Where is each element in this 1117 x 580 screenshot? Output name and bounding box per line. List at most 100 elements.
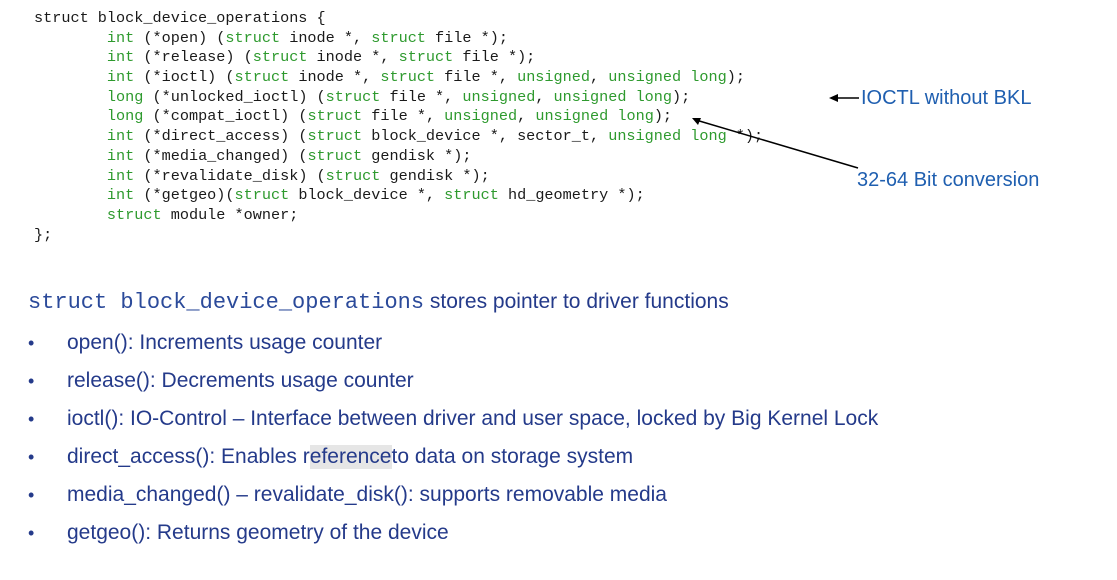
code-text: ); <box>672 87 691 106</box>
code-keyword: struct <box>225 28 281 47</box>
headline-code: struct block_device_operations <box>28 290 425 315</box>
code-text: module *owner; <box>161 205 299 224</box>
code-text: , <box>535 87 554 106</box>
code-text: block_device *, <box>289 186 445 205</box>
code-text: (*direct_access) ( <box>134 127 308 146</box>
code-keyword: long <box>106 107 144 126</box>
list-item: • release(): Decrements usage counter <box>28 362 878 400</box>
code-keyword: struct <box>234 186 290 205</box>
code-keyword: unsigned long <box>608 127 727 146</box>
code-text: inode *, <box>280 28 372 47</box>
code-text: inode *, <box>307 48 399 67</box>
code-text: file *, <box>362 107 445 126</box>
bullet-text: open(): Increments usage counter <box>67 331 383 354</box>
arrow-compat-head <box>692 118 701 125</box>
code-keyword: int <box>106 166 135 185</box>
code-line: }; <box>34 226 763 246</box>
code-text: inode *, <box>289 68 381 87</box>
code-text: (*compat_ioctl) ( <box>143 107 308 126</box>
code-line: long (*unlocked_ioctl) (struct file *, u… <box>34 88 763 108</box>
bullet-icon: • <box>28 446 35 467</box>
bullet-icon: • <box>28 332 35 353</box>
ioctl-annotation: IOCTL without BKL <box>861 87 1032 109</box>
code-text: file *, <box>435 68 518 87</box>
code-keyword: int <box>106 186 135 205</box>
code-keyword: int <box>106 68 135 87</box>
code-keyword: struct <box>444 186 499 205</box>
code-keyword: struct <box>307 146 363 165</box>
compat-annotation: 32-64 Bit conversion <box>857 169 1040 191</box>
code-keyword: unsigned long <box>535 107 654 126</box>
code-text: gendisk *); <box>362 146 472 165</box>
code-text: block_device *, sector_t, <box>362 127 609 146</box>
code-text: , <box>590 68 609 87</box>
list-item: • ioctl(): IO-Control – Interface between… <box>28 400 878 438</box>
code-keyword: int <box>106 146 135 165</box>
bullet-icon: • <box>28 522 35 543</box>
code-keyword: struct <box>252 48 308 67</box>
code-keyword: struct <box>325 87 381 106</box>
code-text: (*getgeo)( <box>134 186 235 205</box>
code-text: file *, <box>380 87 463 106</box>
highlighted-word: eference <box>309 445 392 469</box>
code-text: file *); <box>453 48 536 67</box>
code-keyword: struct <box>371 28 426 47</box>
code-keyword: unsigned <box>462 87 536 106</box>
code-text: gendisk *); <box>380 166 490 185</box>
bullet-text: getgeo(): Returns geometry of the device <box>67 521 449 544</box>
code-text: (*ioctl) ( <box>134 68 235 87</box>
code-keyword: struct <box>325 166 381 185</box>
headline: struct block_device_operations stores po… <box>28 290 729 315</box>
code-text: hd_geometry *); <box>498 186 645 205</box>
code-text: (*revalidate_disk) ( <box>134 166 326 185</box>
code-keyword: struct <box>234 68 290 87</box>
code-keyword: unsigned <box>444 107 518 126</box>
code-keyword: struct <box>307 127 363 146</box>
code-line: int (*release) (struct inode *, struct f… <box>34 48 763 68</box>
code-keyword: unsigned <box>517 68 590 87</box>
code-keyword: int <box>106 127 135 146</box>
code-keyword: int <box>106 48 135 67</box>
code-line: int (*ioctl) (struct inode *, struct fil… <box>34 68 763 88</box>
bullet-text: ioctl(): IO-Control – Interface between … <box>67 407 879 430</box>
arrow-ioctl-head <box>829 94 838 102</box>
list-item: • getgeo(): Returns geometry of the devic… <box>28 514 878 552</box>
code-text: struct block_device_operations { <box>34 9 326 27</box>
code-line: int (*revalidate_disk) (struct gendisk *… <box>34 167 763 187</box>
bullet-text: release(): Decrements usage counter <box>67 369 414 392</box>
code-line: int (*open) (struct inode *, struct file… <box>34 29 763 49</box>
list-item: • media_changed() – revalidate_disk(): su… <box>28 476 878 514</box>
code-keyword: int <box>106 28 135 47</box>
bullet-text-after: to data on storage system <box>391 445 634 468</box>
code-text: , <box>517 107 536 126</box>
code-text: (*unlocked_ioctl) ( <box>143 87 326 106</box>
code-text: file *); <box>425 28 508 47</box>
code-line: int (*media_changed) (struct gendisk *); <box>34 147 763 167</box>
code-text: (*release) ( <box>134 48 253 67</box>
bullet-list: • open(): Increments usage counter • relea… <box>28 324 878 552</box>
bullet-icon: • <box>28 408 35 429</box>
code-keyword: unsigned long <box>553 87 673 106</box>
code-keyword: unsigned long <box>608 68 727 87</box>
code-line: long (*compat_ioctl) (struct file *, uns… <box>34 107 763 127</box>
bullet-text: media_changed() – revalidate_disk(): sup… <box>67 483 667 506</box>
headline-text: stores pointer to driver functions <box>424 290 729 313</box>
bullet-icon: • <box>28 370 35 391</box>
code-keyword: struct <box>106 205 162 224</box>
code-keyword: struct <box>307 107 363 126</box>
code-line: int (*getgeo)(struct block_device *, str… <box>34 186 763 206</box>
code-line: int (*direct_access) (struct block_devic… <box>34 127 763 147</box>
arrow-compat <box>695 119 859 169</box>
bullet-icon: • <box>28 484 35 505</box>
code-keyword: struct <box>398 48 454 67</box>
code-line: struct block_device_operations { <box>34 9 763 29</box>
code-text: (*media_changed) ( <box>134 146 308 165</box>
code-text: ); <box>653 107 673 126</box>
code-keyword: struct <box>380 68 436 87</box>
code-text: }; <box>34 225 53 244</box>
code-keyword: long <box>106 87 144 106</box>
code-block: struct block_device_operations { int (*o… <box>34 9 763 245</box>
code-text: (*open) ( <box>134 28 226 47</box>
